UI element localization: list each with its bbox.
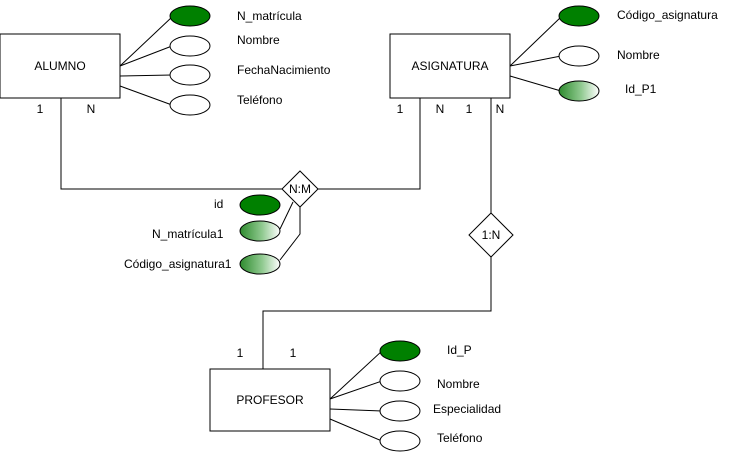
attribute-label: Nombre bbox=[237, 33, 280, 47]
relationship-onen-diamond bbox=[468, 212, 514, 258]
profesor-attr-connector bbox=[329, 408, 383, 412]
relationship-onen-label: 1:N bbox=[482, 228, 501, 242]
attribute-foreign-key-ellipse bbox=[558, 80, 600, 102]
nm-asignatura-connector bbox=[318, 98, 421, 190]
attribute-label: Id_P1 bbox=[625, 82, 657, 96]
attribute-foreign-key-ellipse bbox=[239, 253, 281, 275]
attribute-label: N_matrícula1 bbox=[152, 227, 224, 241]
attribute-label: Código_asignatura bbox=[617, 8, 718, 22]
entity-profesor-name: PROFESOR bbox=[236, 393, 304, 407]
attribute-label: Código_asignatura1 bbox=[124, 257, 232, 271]
attribute-label: Nombre bbox=[617, 48, 660, 62]
asignatura-attr-connector bbox=[509, 55, 562, 67]
attribute-ellipse bbox=[169, 35, 211, 57]
alumno-attr-connector bbox=[119, 45, 173, 67]
attribute-label: FechaNacimiento bbox=[237, 63, 331, 77]
attribute-key-ellipse bbox=[169, 5, 211, 27]
profesor-attr-connector bbox=[329, 380, 383, 400]
attribute-ellipse bbox=[169, 64, 211, 86]
profesor-attr-connector bbox=[329, 350, 383, 400]
attribute-label: Nombre bbox=[437, 377, 480, 391]
attribute-label: Id_P bbox=[447, 343, 472, 357]
entity-alumno-name: ALUMNO bbox=[34, 59, 85, 73]
nm-attr-connector bbox=[279, 207, 301, 261]
attribute-key-ellipse bbox=[379, 340, 421, 362]
attribute-label: Especialidad bbox=[433, 402, 501, 416]
asignatura-cardinality: 1 bbox=[397, 102, 404, 116]
relationship-nm-diamond bbox=[281, 170, 319, 208]
asignatura-cardinality: N bbox=[436, 102, 445, 116]
asignatura-attr-connector bbox=[509, 75, 562, 92]
profesor-cardinality-left: 1 bbox=[237, 346, 244, 360]
alumno-attr-connector bbox=[119, 85, 173, 106]
alumno-nm-connector bbox=[60, 98, 282, 190]
attribute-ellipse bbox=[379, 430, 421, 452]
attribute-ellipse bbox=[169, 94, 211, 116]
relationship-nm-label: N:M bbox=[289, 182, 311, 196]
profesor-cardinality-right: 1 bbox=[290, 346, 297, 360]
alumno-cardinality-right: N bbox=[87, 102, 96, 116]
alumno-attr-connector bbox=[119, 16, 173, 67]
attribute-ellipse bbox=[379, 370, 421, 392]
entity-asignatura-name: ASIGNATURA bbox=[411, 59, 488, 73]
attribute-label: N_matrícula bbox=[237, 9, 302, 23]
profesor-attr-connector bbox=[329, 418, 383, 442]
attribute-key-ellipse bbox=[239, 194, 281, 216]
alumno-attr-connector bbox=[119, 74, 173, 77]
attribute-key-ellipse bbox=[558, 5, 600, 27]
alumno-cardinality-left: 1 bbox=[37, 102, 44, 116]
attribute-label: Teléfono bbox=[237, 93, 283, 107]
entity-asignatura-box bbox=[389, 33, 511, 99]
attribute-label: Teléfono bbox=[437, 431, 483, 445]
onen-profesor-connector bbox=[262, 257, 492, 369]
entity-profesor-box bbox=[209, 368, 331, 432]
entity-alumno-box bbox=[0, 33, 121, 99]
asignatura-attr-connector bbox=[509, 16, 562, 67]
attribute-ellipse bbox=[379, 400, 421, 422]
asignatura-cardinality: N bbox=[496, 102, 505, 116]
attribute-foreign-key-ellipse bbox=[239, 220, 281, 242]
attribute-ellipse bbox=[558, 45, 600, 67]
nm-attr-connector bbox=[279, 201, 294, 230]
attribute-label: id bbox=[214, 197, 223, 211]
asignatura-cardinality: 1 bbox=[466, 102, 473, 116]
